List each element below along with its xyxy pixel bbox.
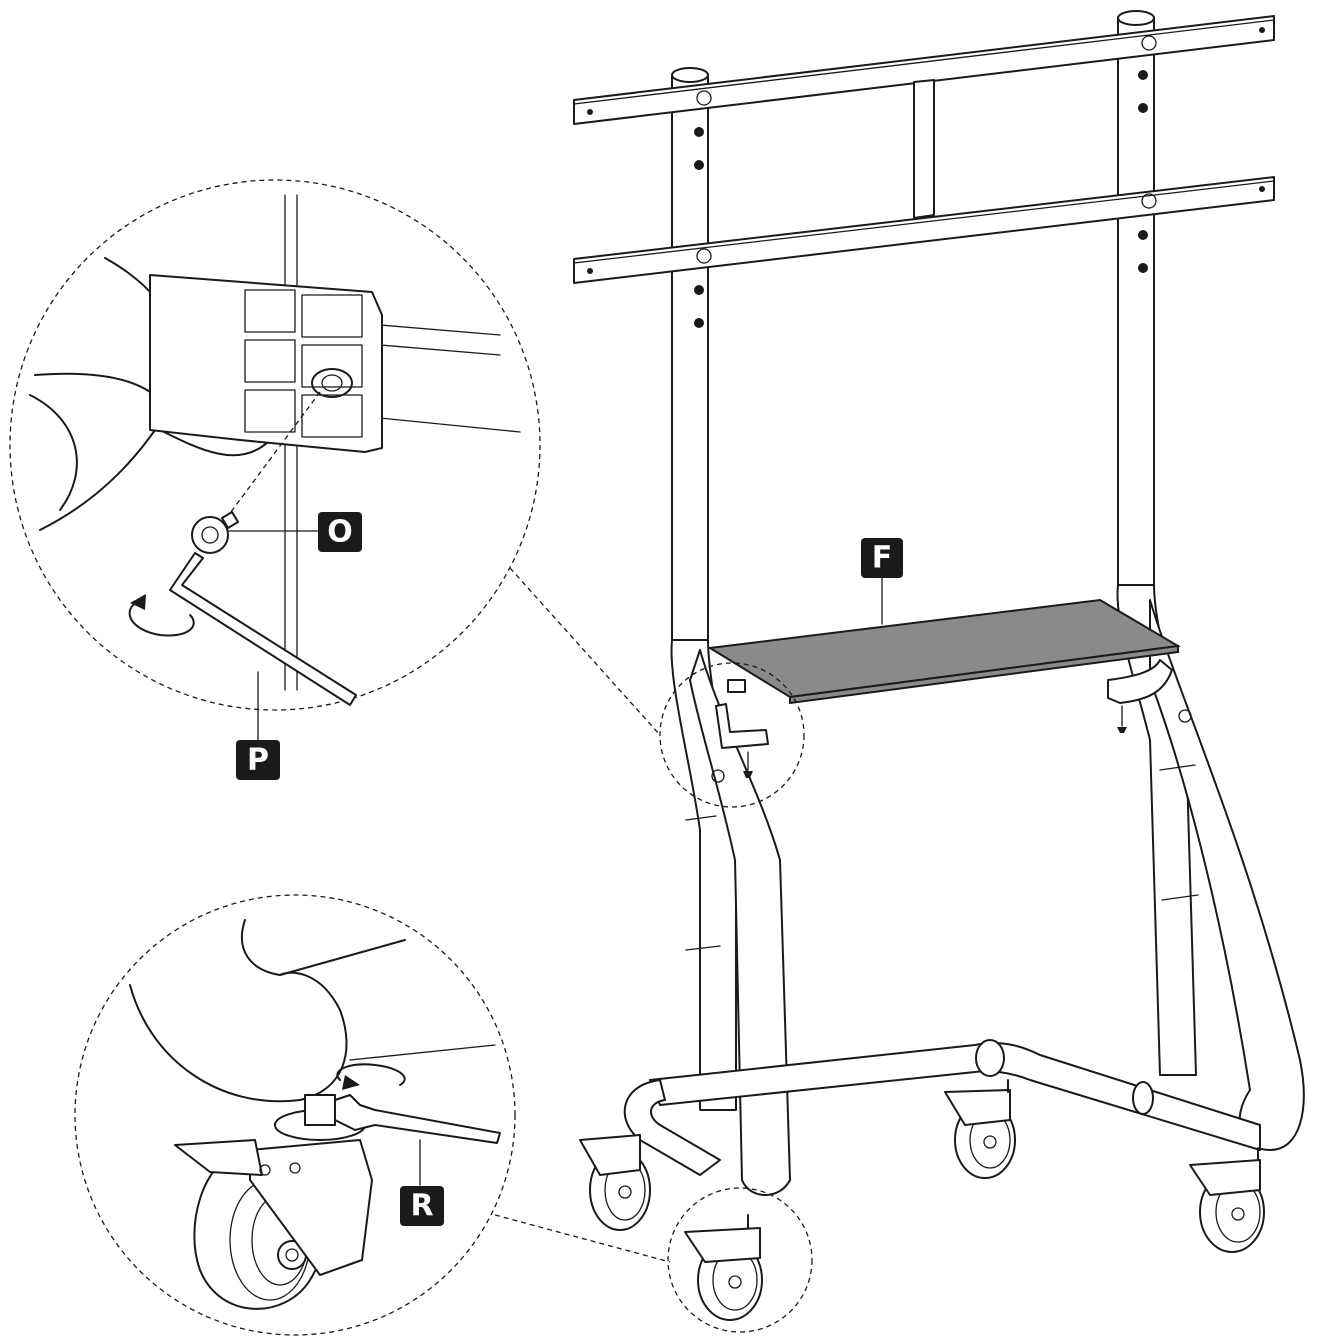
left-upright <box>671 67 709 641</box>
label-f: F <box>861 538 903 578</box>
screw-o-icon <box>191 511 239 554</box>
tv-stand <box>573 10 1305 1321</box>
label-p: P <box>236 740 280 780</box>
lower-mounting-rail <box>573 176 1275 284</box>
leader-line-top <box>509 567 661 736</box>
caster-front-left <box>579 1134 651 1231</box>
leader-line-bottom <box>494 1214 671 1263</box>
bracket-block <box>149 274 383 453</box>
svg-text:F: F <box>872 541 893 576</box>
detail-marker-caster <box>667 1187 813 1333</box>
rotation-arrow-caster-icon <box>336 1063 406 1086</box>
svg-text:P: P <box>247 743 269 778</box>
hex-key-p-icon <box>169 552 357 706</box>
base-frame <box>623 1039 1261 1176</box>
detail-marker-bracket <box>659 662 805 808</box>
rotation-arrow-icon <box>128 599 195 637</box>
label-r: R <box>400 1186 444 1226</box>
detail-view-bracket <box>9 179 541 741</box>
upper-mounting-rail <box>573 15 1275 125</box>
wrench-r-icon <box>334 1094 501 1144</box>
caster-back-middle <box>944 1079 1016 1179</box>
detail-view-caster <box>74 894 516 1336</box>
shelf-f <box>707 598 1182 733</box>
svg-text:O: O <box>327 515 353 550</box>
right-upright <box>1117 10 1155 586</box>
caster-front-center <box>684 1214 763 1321</box>
right-leg <box>1116 584 1305 1151</box>
svg-text:R: R <box>410 1189 433 1224</box>
center-brace <box>913 79 935 219</box>
label-o: O <box>318 512 362 552</box>
caster-front-right <box>1189 1147 1265 1253</box>
shelf-bracket-left <box>711 703 1192 783</box>
left-leg <box>670 639 791 1196</box>
